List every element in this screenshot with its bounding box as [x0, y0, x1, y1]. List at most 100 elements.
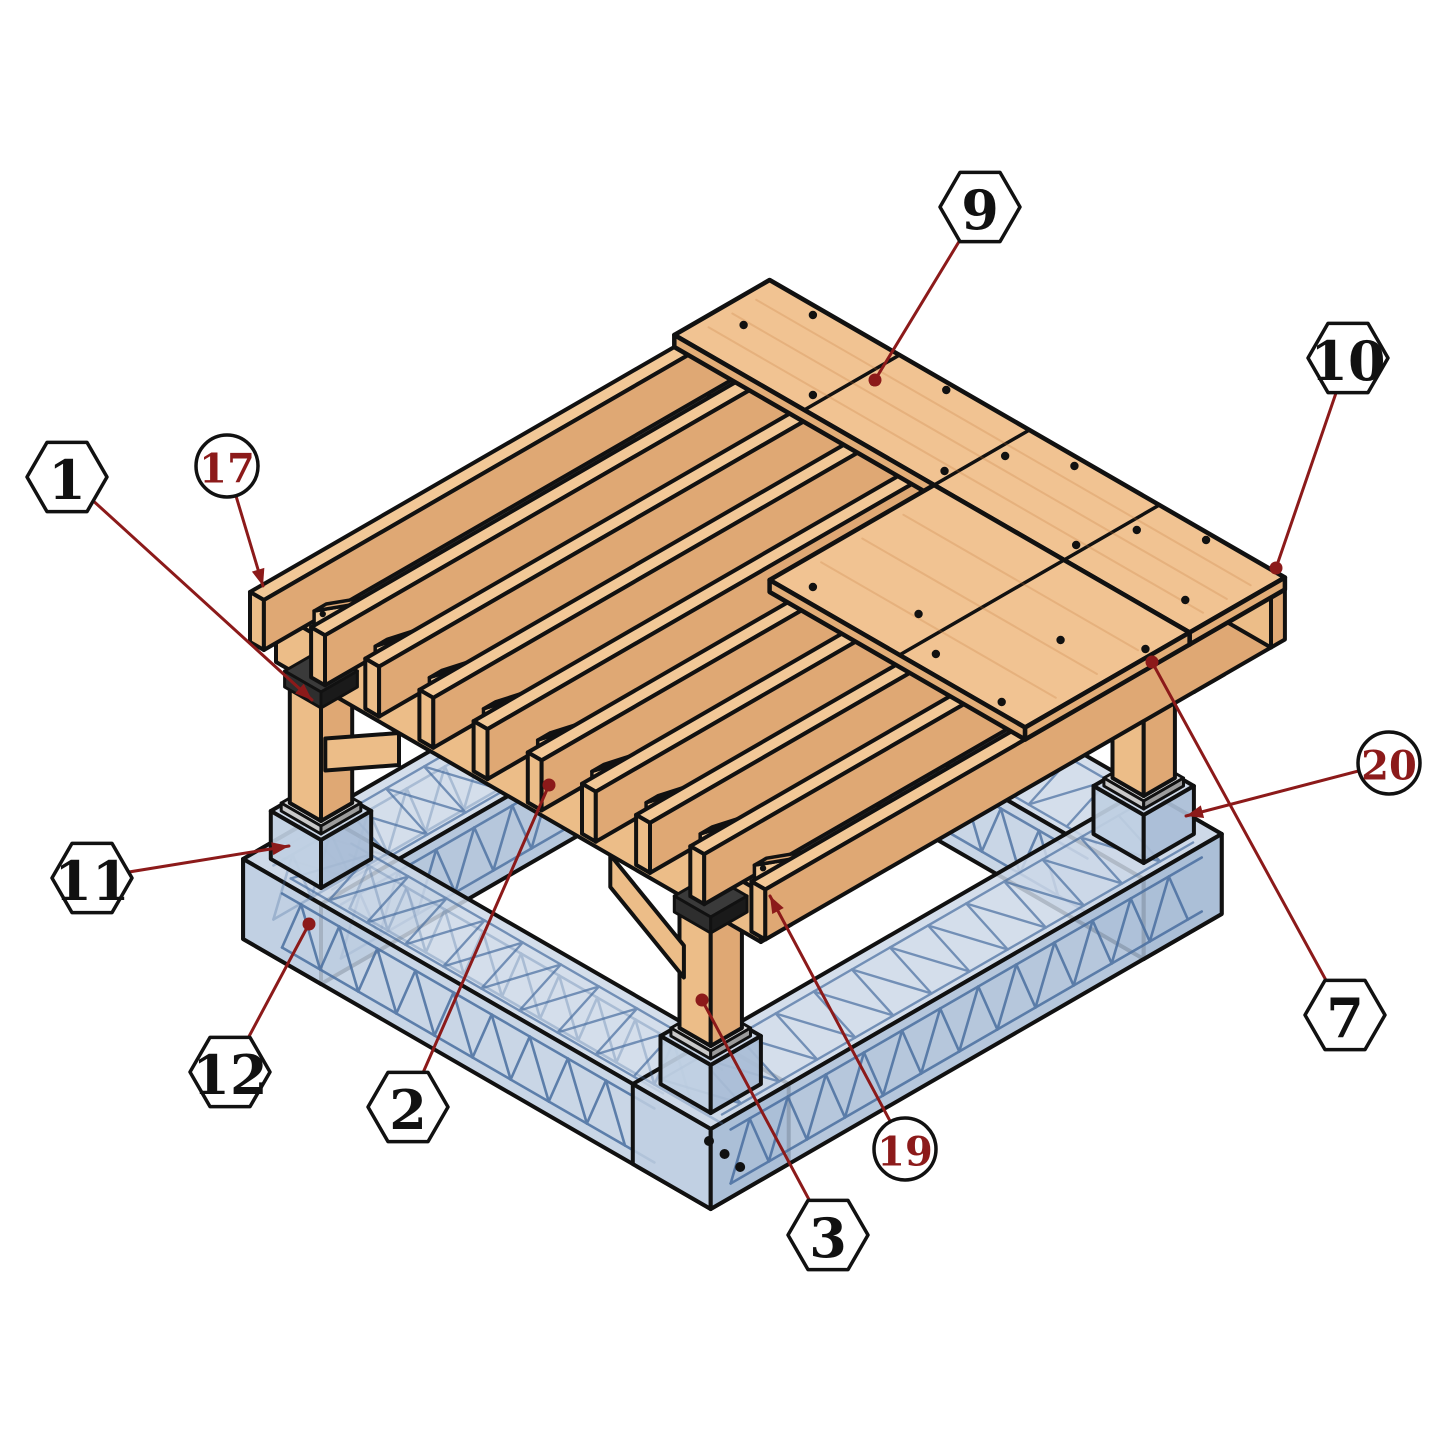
joist [417, 687, 436, 750]
line [1148, 875, 1171, 943]
line [424, 765, 447, 833]
line [731, 312, 1228, 600]
line [1150, 660, 1347, 1017]
callout-1[interactable]: 1 [25, 440, 109, 514]
leader-1 [65, 475, 314, 702]
callout-12[interactable]: 12 [188, 1035, 272, 1109]
pier-left [319, 809, 374, 890]
line [384, 787, 467, 814]
line [850, 968, 895, 1017]
callout-7[interactable]: 7 [1303, 978, 1387, 1052]
deck-screw-dot [1071, 540, 1081, 550]
rebar-truss [729, 856, 1204, 1185]
line [414, 969, 436, 1037]
line [376, 947, 398, 1015]
line [1053, 941, 1075, 987]
line [519, 952, 542, 1020]
line [881, 1029, 904, 1097]
line [462, 930, 485, 976]
line [350, 842, 725, 1060]
hexagon-callout-shape [188, 1035, 272, 1109]
joist [525, 750, 544, 813]
line [926, 924, 1009, 951]
line [557, 974, 580, 1042]
line [356, 947, 379, 993]
line [1003, 880, 1086, 907]
line [729, 856, 1204, 1131]
callout-19[interactable]: 19 [872, 1116, 938, 1182]
callout-number: 1 [48, 448, 86, 512]
line [490, 1013, 512, 1081]
line [576, 996, 599, 1042]
callout-11[interactable]: 11 [50, 841, 134, 915]
line [384, 787, 429, 836]
line [509, 1035, 532, 1081]
line [768, 894, 907, 1151]
line [748, 1117, 771, 1163]
line [1041, 858, 1124, 885]
base-plate-left [319, 801, 363, 836]
joist [634, 812, 652, 875]
rim-joist [749, 879, 768, 942]
callout-number: 17 [199, 446, 255, 493]
line [348, 864, 370, 910]
line [337, 925, 360, 993]
plywood-deck [672, 277, 1288, 742]
rebar-truss [280, 892, 656, 1164]
line [433, 991, 455, 1037]
line [511, 804, 533, 850]
line [805, 1073, 828, 1141]
post-cap-front [709, 894, 749, 935]
callout-9[interactable]: 9 [938, 170, 1022, 244]
callout-17[interactable]: 17 [194, 433, 260, 499]
line [861, 537, 1098, 675]
line [720, 841, 1195, 1116]
line [919, 1007, 942, 1075]
line [964, 902, 1009, 951]
line [932, 428, 1032, 487]
callout-2[interactable]: 2 [366, 1070, 450, 1144]
deck-screw-dot [942, 385, 951, 395]
leader-3 [695, 993, 830, 1237]
anchor-bolt-dot [703, 1136, 714, 1146]
joist [471, 719, 490, 782]
leader-arrowhead [295, 683, 312, 700]
circle-callout-shape [194, 433, 260, 499]
deck-screw-dot [1201, 535, 1211, 545]
line [386, 886, 409, 932]
hexagon-callout-shape [50, 841, 134, 915]
line [755, 298, 1252, 587]
line [403, 919, 486, 946]
leader-7 [1145, 655, 1347, 1017]
deck-screw-dot [808, 390, 818, 400]
base-plate-right [1142, 776, 1185, 811]
line [453, 826, 476, 894]
leader-dot [1145, 655, 1159, 669]
callout-20[interactable]: 20 [1356, 730, 1422, 796]
line [700, 998, 830, 1237]
callout-number: 9 [961, 178, 999, 242]
line [480, 941, 524, 990]
callout-number: 10 [1310, 329, 1385, 393]
knee-brace [323, 731, 401, 773]
callout-10[interactable]: 10 [1306, 321, 1390, 395]
callout-3[interactable]: 3 [786, 1198, 870, 1272]
line [615, 1018, 637, 1064]
line [405, 787, 428, 833]
ring-beam-front [708, 832, 1224, 1211]
line [1110, 897, 1133, 965]
line [518, 963, 563, 1012]
hexagon-callout-shape [1303, 978, 1387, 1052]
line [280, 892, 656, 1110]
line [926, 924, 971, 973]
line [1062, 503, 1162, 562]
line [406, 783, 551, 1109]
line [365, 875, 410, 924]
line [365, 897, 448, 924]
line [1072, 919, 1094, 987]
line [824, 1073, 847, 1119]
leader-arrowhead [271, 842, 289, 856]
line [897, 558, 1066, 657]
line [1015, 963, 1037, 1009]
